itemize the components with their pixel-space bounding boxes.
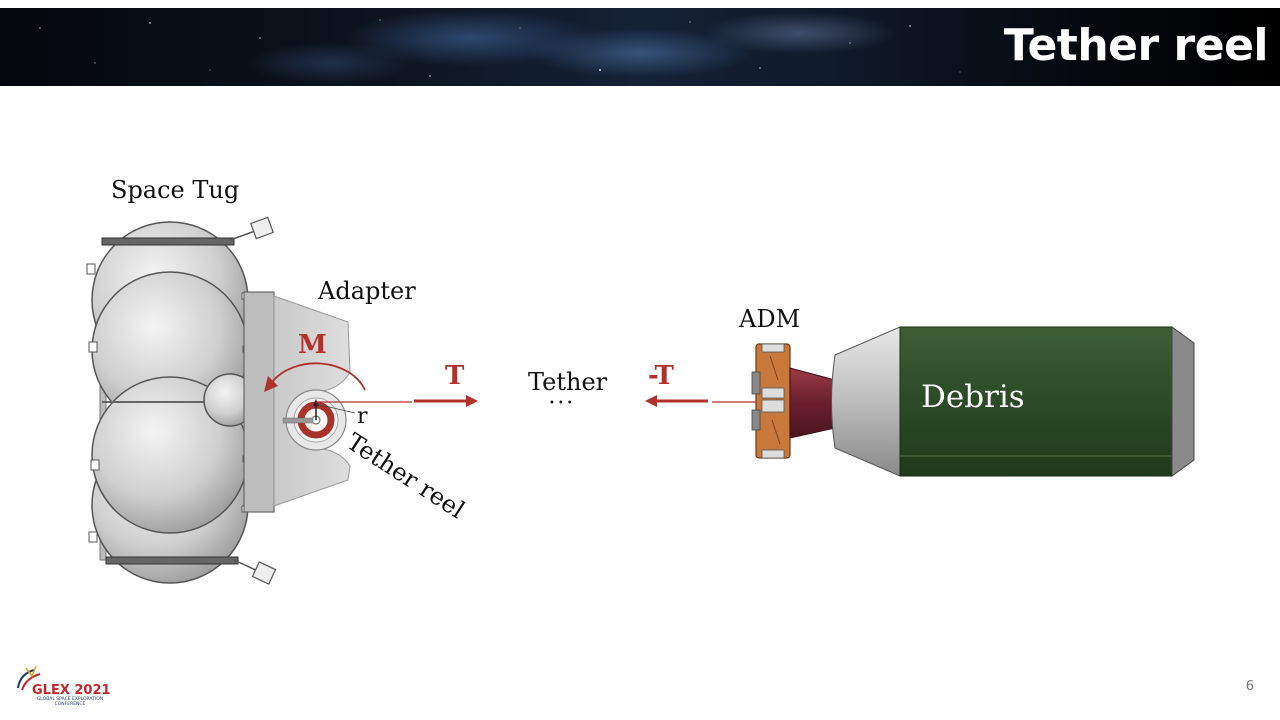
moment-label: M <box>298 330 327 360</box>
tether-reel-label: Tether reel <box>342 428 470 525</box>
negative-tension-arrow <box>645 395 708 407</box>
debris-label: Debris <box>921 379 1025 415</box>
logo-subtitle: GLOBAL SPACE EXPLORATION CONFERENCE <box>26 697 114 707</box>
radius-label: r <box>357 404 368 429</box>
space-tug-label: Space Tug <box>111 176 239 204</box>
tension-label: T <box>445 361 465 391</box>
starfield-background <box>39 19 961 77</box>
header-banner: Tether reel <box>0 8 1280 86</box>
glex-logo: GLEX 2021 GLOBAL SPACE EXPLORATION CONFE… <box>12 664 112 710</box>
negative-tension-label: -T <box>648 361 674 391</box>
tension-arrow <box>414 395 478 407</box>
logo-subtitle-line1: GLOBAL SPACE EXPLORATION <box>36 697 104 702</box>
logo-emblem-icon <box>17 665 41 691</box>
page-number: 6 <box>1245 679 1254 694</box>
logo-text: GLEX 2021 <box>32 683 111 698</box>
adm-module <box>751 343 791 459</box>
space-tug <box>86 216 277 585</box>
debris-body <box>789 326 1195 477</box>
tether-label: Tether <box>528 368 608 396</box>
moment-arrow <box>264 362 366 392</box>
adapter-label: Adapter <box>317 277 416 305</box>
logo-subtitle-line2: CONFERENCE <box>54 702 86 707</box>
slide-title: Tether reel <box>1003 20 1269 71</box>
adapter <box>243 291 351 513</box>
tether-reel <box>282 389 356 451</box>
tether-dots: ••• <box>549 398 576 409</box>
adm-label: ADM <box>738 305 800 333</box>
